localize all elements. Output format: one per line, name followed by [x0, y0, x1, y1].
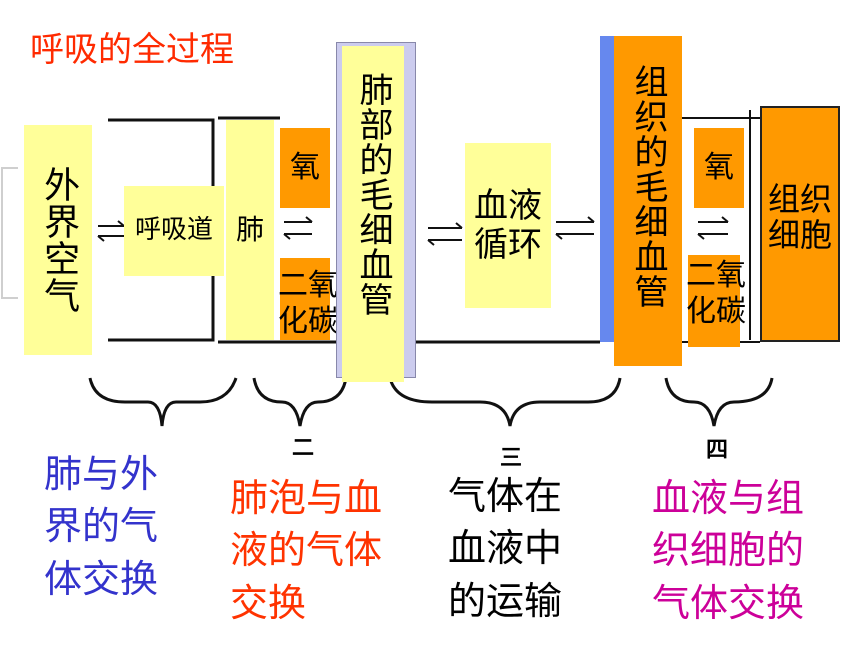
caption-stage-4: 血液与组 织细胞的 气体交换: [652, 476, 805, 625]
outside-air-box: 外界空气: [24, 125, 92, 355]
oxygen-box-2: 氧: [694, 128, 744, 208]
outside-air-label: 外界空气: [38, 166, 80, 314]
lung-bracket-top: [108, 118, 215, 186]
blood-circulation-box: 血液 循环: [465, 143, 551, 308]
arrow-lung-alveoli: [283, 216, 313, 240]
page-title: 呼吸的全过程: [30, 30, 234, 70]
brace-stage-4: [664, 377, 774, 427]
stage-3-number: 三: [500, 446, 523, 471]
lung-capillary-box: 肺部的毛细血管: [342, 46, 404, 382]
arrow-tissue-cell: [697, 216, 729, 240]
caption-stage-1: 肺与外 界的气 体交换: [44, 452, 159, 601]
stage-2-number: 二: [292, 436, 315, 461]
arrow-outside-airway: [97, 220, 125, 242]
tissue-cell-box: 组织 细胞: [760, 106, 840, 342]
caption-stage-2: 肺泡与血 液的气体 交换: [230, 476, 383, 625]
arrow-capillary-blood: [427, 222, 463, 246]
faint-bracket: [1, 167, 18, 299]
lung-bracket-bottom: [108, 276, 215, 342]
airway-box: 呼吸道: [124, 186, 224, 276]
tissue-capillary-box: 组织的毛细血管: [614, 36, 682, 366]
lung-capillary-label: 肺部的毛细血管: [353, 72, 394, 317]
co2-box-1: [280, 258, 330, 340]
oxygen-label-1: 氧: [290, 150, 320, 186]
brace-stage-1: [88, 377, 238, 427]
oxygen-label-2: 氧: [704, 150, 734, 186]
co2-text-2: 二氧 化碳: [686, 258, 746, 329]
airway-label: 呼吸道: [134, 215, 213, 246]
co2-box-2: [688, 255, 740, 347]
caption-stage-3: 气体在 血液中 的运输: [448, 474, 563, 623]
tissue-capillary-label: 组织的毛细血管: [628, 64, 669, 309]
lung-label: 肺: [235, 213, 264, 247]
co2-text-1: 二氧 化碳: [278, 268, 338, 339]
arrow-blood-tissue: [555, 216, 595, 240]
stage-4-number: 四: [706, 438, 729, 463]
lung-box: 肺: [226, 120, 274, 340]
brace-stage-2: [252, 377, 348, 427]
brace-stage-3: [388, 377, 622, 427]
oxygen-box-1: 氧: [280, 128, 330, 208]
